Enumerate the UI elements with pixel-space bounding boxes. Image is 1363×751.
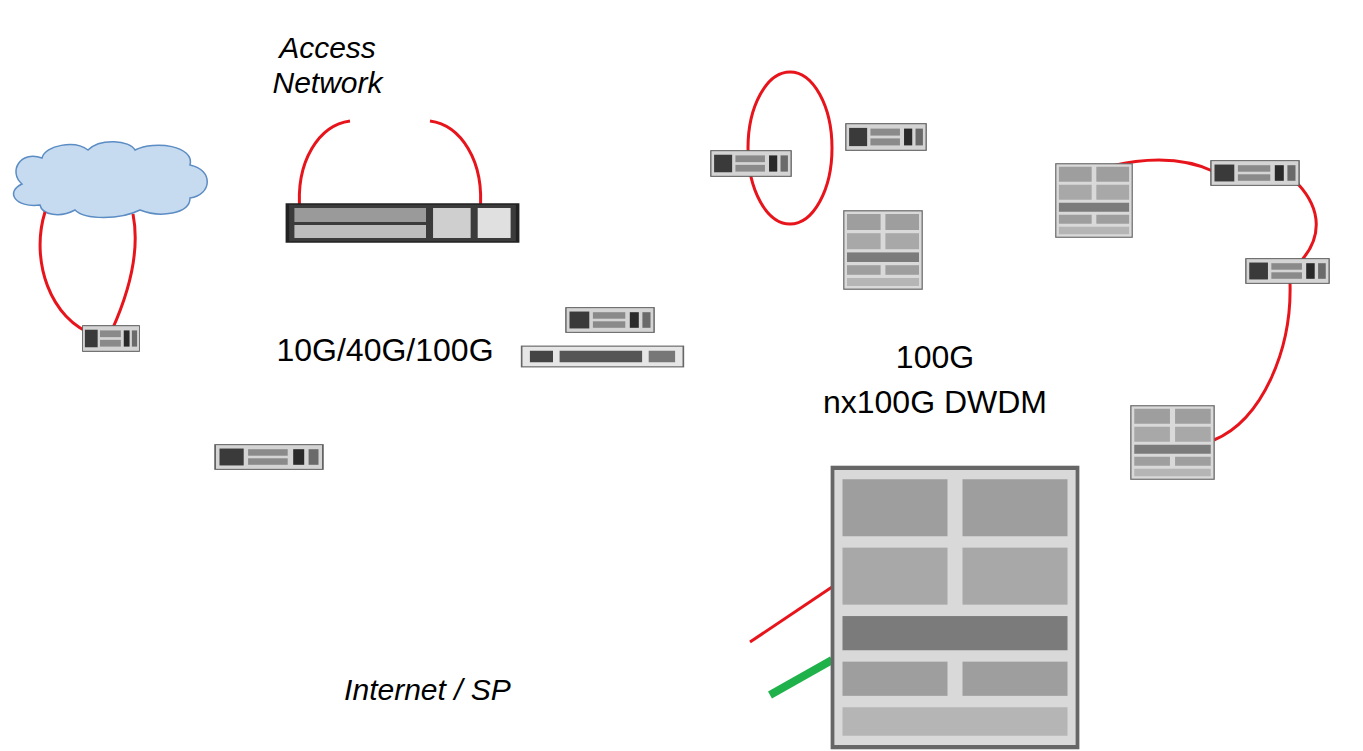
ring-outline [660,238,1210,522]
network-ring: 100G nx100G DWDM [660,238,1210,522]
network-ring: 10G/40G/100G [113,238,657,462]
network-cloud: Internet / SP [255,638,600,743]
ring-label: 100G [896,339,974,376]
cloud-shape [14,142,208,218]
red-links [40,72,1316,642]
cloud-label: Access Network [258,31,398,100]
ring-label: 10G/40G/100G [276,332,493,369]
green-link [770,660,832,695]
network-equipment [83,124,1330,747]
ring-label: nx100G DWDM [823,384,1047,421]
network-cloud: Access Network [240,3,415,128]
cloud-label: Internet / SP [344,673,511,708]
